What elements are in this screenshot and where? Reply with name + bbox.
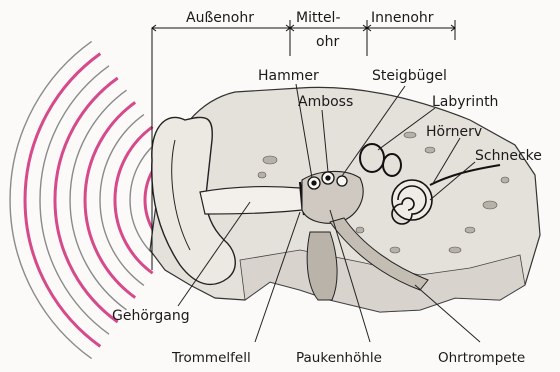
ear-cross-section bbox=[150, 87, 540, 312]
label-auditory-nerve: Hörnerv bbox=[426, 124, 482, 140]
region-inner-ear: Innenohr bbox=[371, 10, 434, 26]
label-anvil: Amboss bbox=[298, 94, 353, 110]
label-tympanic-cavity: Paukenhöhle bbox=[296, 350, 382, 366]
label-eustachian-tube: Ohrtrompete bbox=[438, 350, 525, 366]
sound-wave-arc bbox=[85, 102, 135, 297]
label-cochlea: Schnecke bbox=[475, 148, 542, 164]
sound-wave-arc bbox=[25, 54, 100, 347]
label-stirrup: Steigbügel bbox=[372, 68, 447, 84]
region-outer-ear: Außenohr bbox=[186, 10, 254, 26]
label-eardrum: Trommelfell bbox=[171, 350, 251, 366]
region-middle-ear-line2: ohr bbox=[316, 34, 339, 50]
sound-wave-arc bbox=[115, 127, 153, 273]
label-labyrinth: Labyrinth bbox=[432, 94, 498, 110]
region-middle-ear-line1: Mittel- bbox=[296, 10, 341, 26]
sound-wave-arc bbox=[70, 90, 126, 310]
label-hammer: Hammer bbox=[258, 68, 319, 84]
ear-canal-shape bbox=[200, 187, 302, 214]
label-ear-canal: Gehörgang bbox=[112, 308, 190, 324]
sound-wave-arc bbox=[10, 41, 92, 358]
